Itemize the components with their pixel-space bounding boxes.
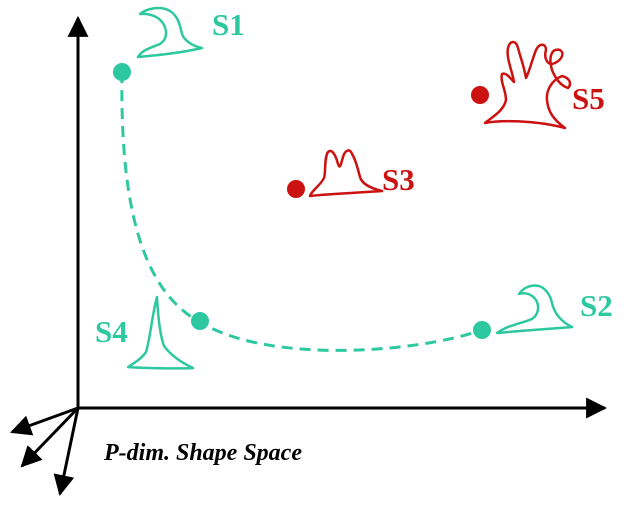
hood-shape-icon	[495, 284, 574, 335]
depth-axis-3	[53, 407, 80, 497]
axes	[10, 15, 608, 497]
cone-shape-icon	[126, 295, 195, 370]
shape-labels: S1 S2 S3 S4 S5	[95, 7, 613, 349]
depth-axis-1	[10, 406, 79, 436]
point-s3	[287, 180, 305, 198]
shape-points	[113, 63, 491, 339]
hat-shape-icon	[136, 6, 204, 59]
label-s5: S5	[572, 81, 605, 116]
label-s3: S3	[382, 162, 415, 197]
diagram-caption: P-dim. Shape Space	[103, 440, 302, 466]
double-peak-shape-icon	[308, 149, 384, 198]
depth-axis-2	[20, 406, 80, 468]
squiggle-shape-icon	[483, 40, 572, 130]
label-s1: S1	[212, 7, 245, 42]
label-s4: S4	[95, 314, 128, 349]
point-s1	[113, 63, 131, 81]
shape-manifold-curve	[120, 71, 483, 352]
label-s2: S2	[580, 288, 613, 323]
point-s5	[471, 86, 489, 104]
point-s4	[191, 312, 209, 330]
point-s2	[473, 321, 491, 339]
